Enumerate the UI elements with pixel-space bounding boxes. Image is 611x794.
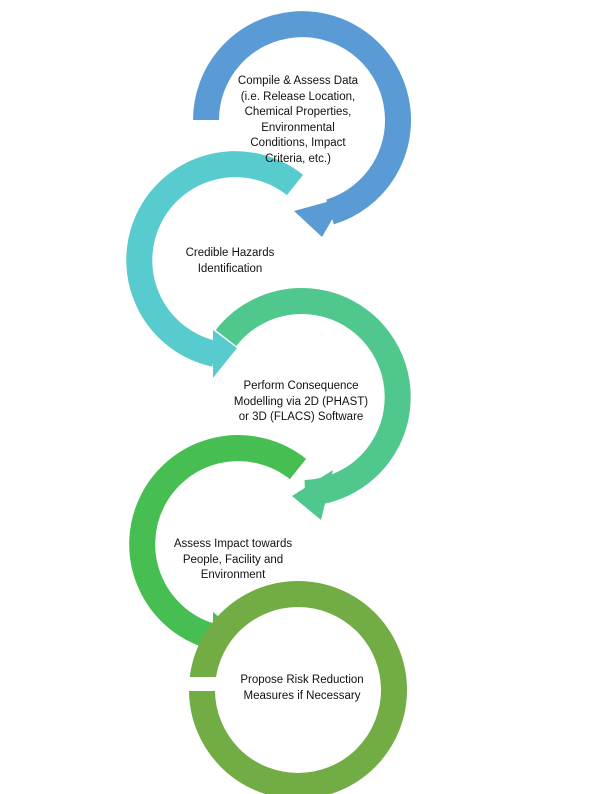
step-2-arc (126, 151, 304, 367)
step-5-ring-gap (188, 677, 218, 691)
step-5-label: Propose Risk Reduction Measures if Neces… (240, 674, 364, 702)
step-2-label: Credible Hazards Identification (185, 247, 275, 275)
step-1-arrowhead (294, 197, 345, 237)
step-4-arc (129, 435, 307, 650)
step-3-label: Perform Consequence Modelling via 2D (PH… (233, 380, 369, 423)
step-3-arc (215, 288, 411, 506)
step-2-arrowhead (213, 330, 237, 378)
step-4-label: Assess Impact towards People, Facility a… (173, 538, 293, 581)
step-3-arrowhead (292, 470, 333, 520)
step-1-label: Compile & Assess Data (i.e. Release Loca… (237, 75, 359, 165)
step-1-arc (193, 11, 411, 225)
